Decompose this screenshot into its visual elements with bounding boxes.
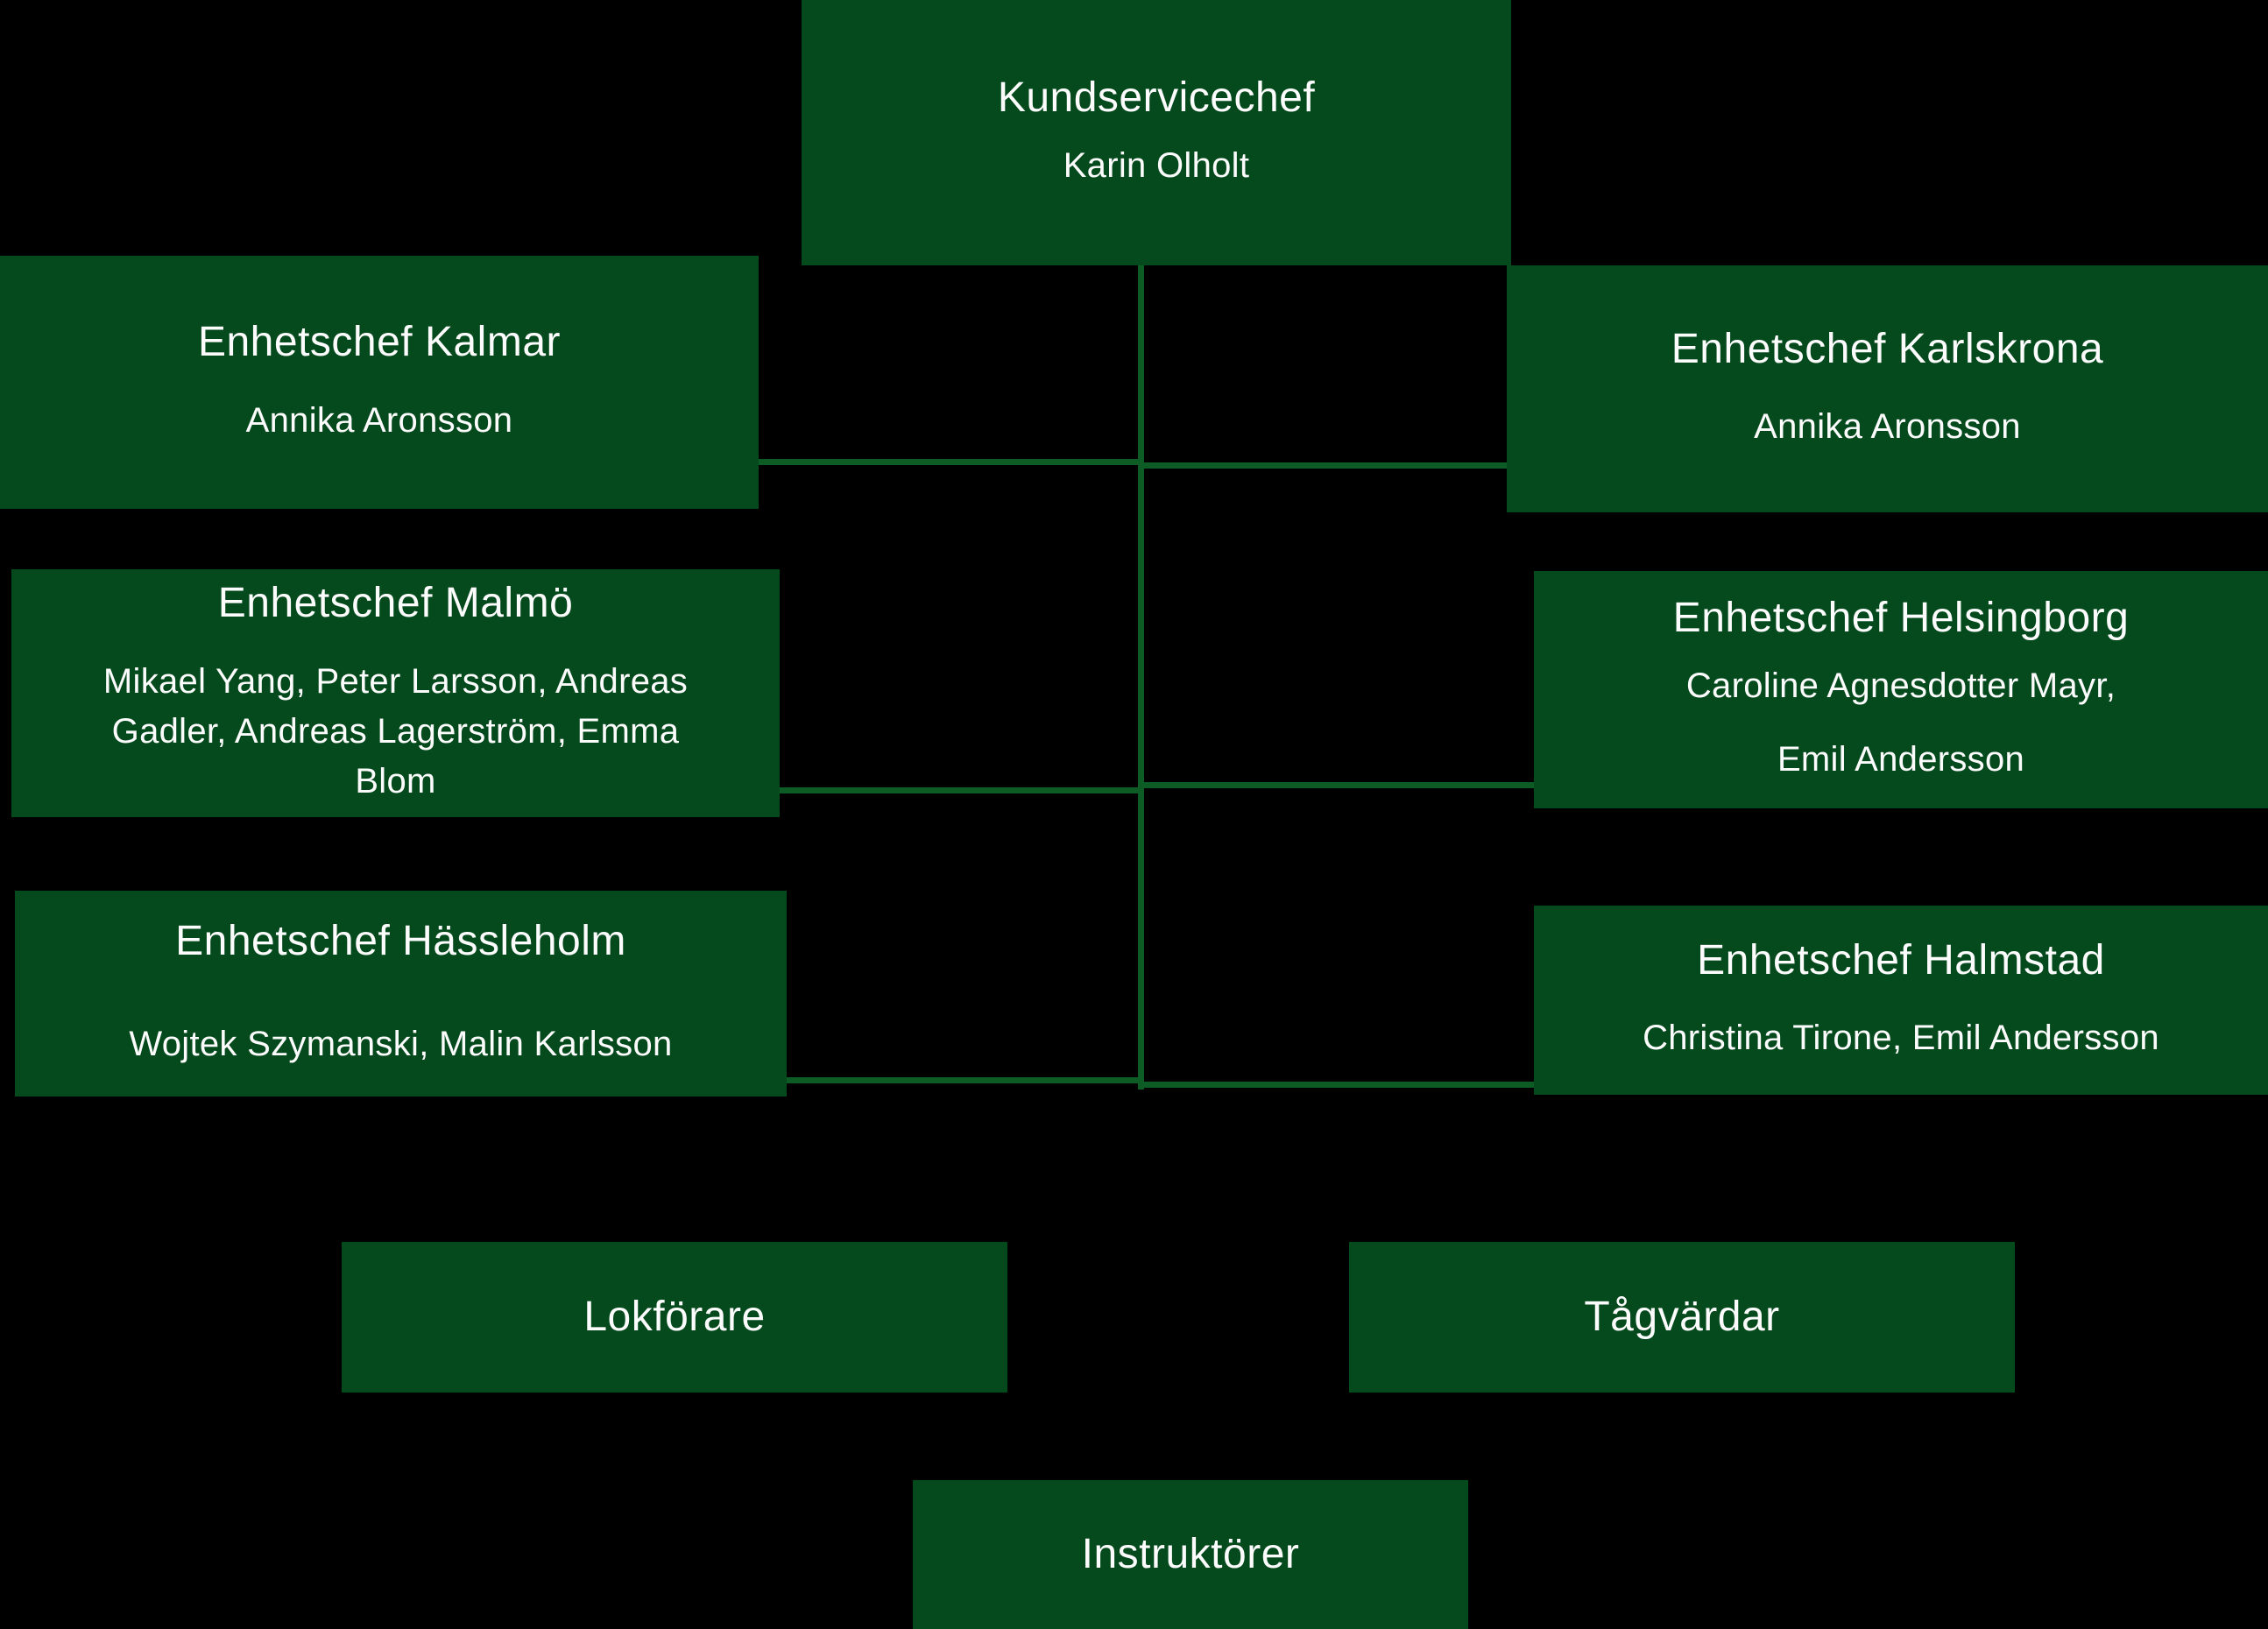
org-node-enhetschef-kalmar: Enhetschef Kalmar Annika Aronsson bbox=[0, 256, 759, 509]
node-title: Kundservicechef bbox=[997, 74, 1316, 122]
node-subtitle: Annika Aronsson bbox=[245, 400, 513, 440]
connector-row3-left bbox=[787, 1077, 1144, 1083]
node-subtitle-line: Caroline Agnesdotter Mayr, bbox=[1685, 666, 2116, 705]
node-subtitle: Mikael Yang, Peter Larsson, Andreas Gadl… bbox=[102, 662, 689, 800]
org-node-kundservicechef: Kundservicechef Karin Olholt bbox=[802, 0, 1511, 265]
org-node-enhetschef-hassleholm: Enhetschef Hässleholm Wojtek Szymanski, … bbox=[15, 891, 787, 1097]
org-node-enhetschef-malmo: Enhetschef Malmö Mikael Yang, Peter Lars… bbox=[11, 569, 780, 817]
connector-row3-right bbox=[1138, 1082, 1534, 1088]
node-title: Enhetschef Kalmar bbox=[197, 319, 562, 366]
connector-row2-right bbox=[1138, 782, 1534, 788]
node-title: Enhetschef Hässleholm bbox=[175, 918, 626, 965]
org-node-enhetschef-karlskrona: Enhetschef Karlskrona Annika Aronsson bbox=[1507, 265, 2268, 512]
node-subtitle: Annika Aronsson bbox=[1754, 407, 2021, 447]
org-node-enhetschef-helsingborg: Enhetschef Helsingborg Caroline Agnesdot… bbox=[1534, 571, 2268, 808]
node-title: Instruktörer bbox=[1081, 1531, 1300, 1578]
connector-row1-left bbox=[759, 459, 1144, 465]
org-node-tagvardar: Tågvärdar bbox=[1349, 1242, 2015, 1393]
node-subtitle-line: Emil Andersson bbox=[1777, 740, 2025, 779]
org-node-instruktorer: Instruktörer bbox=[913, 1480, 1468, 1629]
connector-vertical-spine bbox=[1138, 265, 1144, 1090]
node-subtitle: Caroline Agnesdotter Mayr, Emil Andersso… bbox=[1686, 661, 2116, 786]
connector-row2-left bbox=[780, 787, 1144, 793]
node-subtitle: Wojtek Szymanski, Malin Karlsson bbox=[129, 1024, 673, 1063]
node-title: Enhetschef Helsingborg bbox=[1672, 594, 2130, 641]
org-node-enhetschef-halmstad: Enhetschef Halmstad Christina Tirone, Em… bbox=[1534, 906, 2268, 1095]
node-title: Enhetschef Halmstad bbox=[1697, 936, 2105, 984]
node-title: Tågvärdar bbox=[1584, 1294, 1780, 1341]
node-title: Enhetschef Malmö bbox=[217, 580, 574, 627]
node-subtitle: Karin Olholt bbox=[1063, 145, 1250, 185]
connector-row1-right bbox=[1138, 462, 1507, 469]
node-title: Lokförare bbox=[583, 1294, 766, 1341]
org-node-lokforare: Lokförare bbox=[342, 1242, 1007, 1393]
node-title: Enhetschef Karlskrona bbox=[1671, 325, 2104, 372]
node-subtitle: Christina Tirone, Emil Andersson bbox=[1643, 1019, 2159, 1058]
